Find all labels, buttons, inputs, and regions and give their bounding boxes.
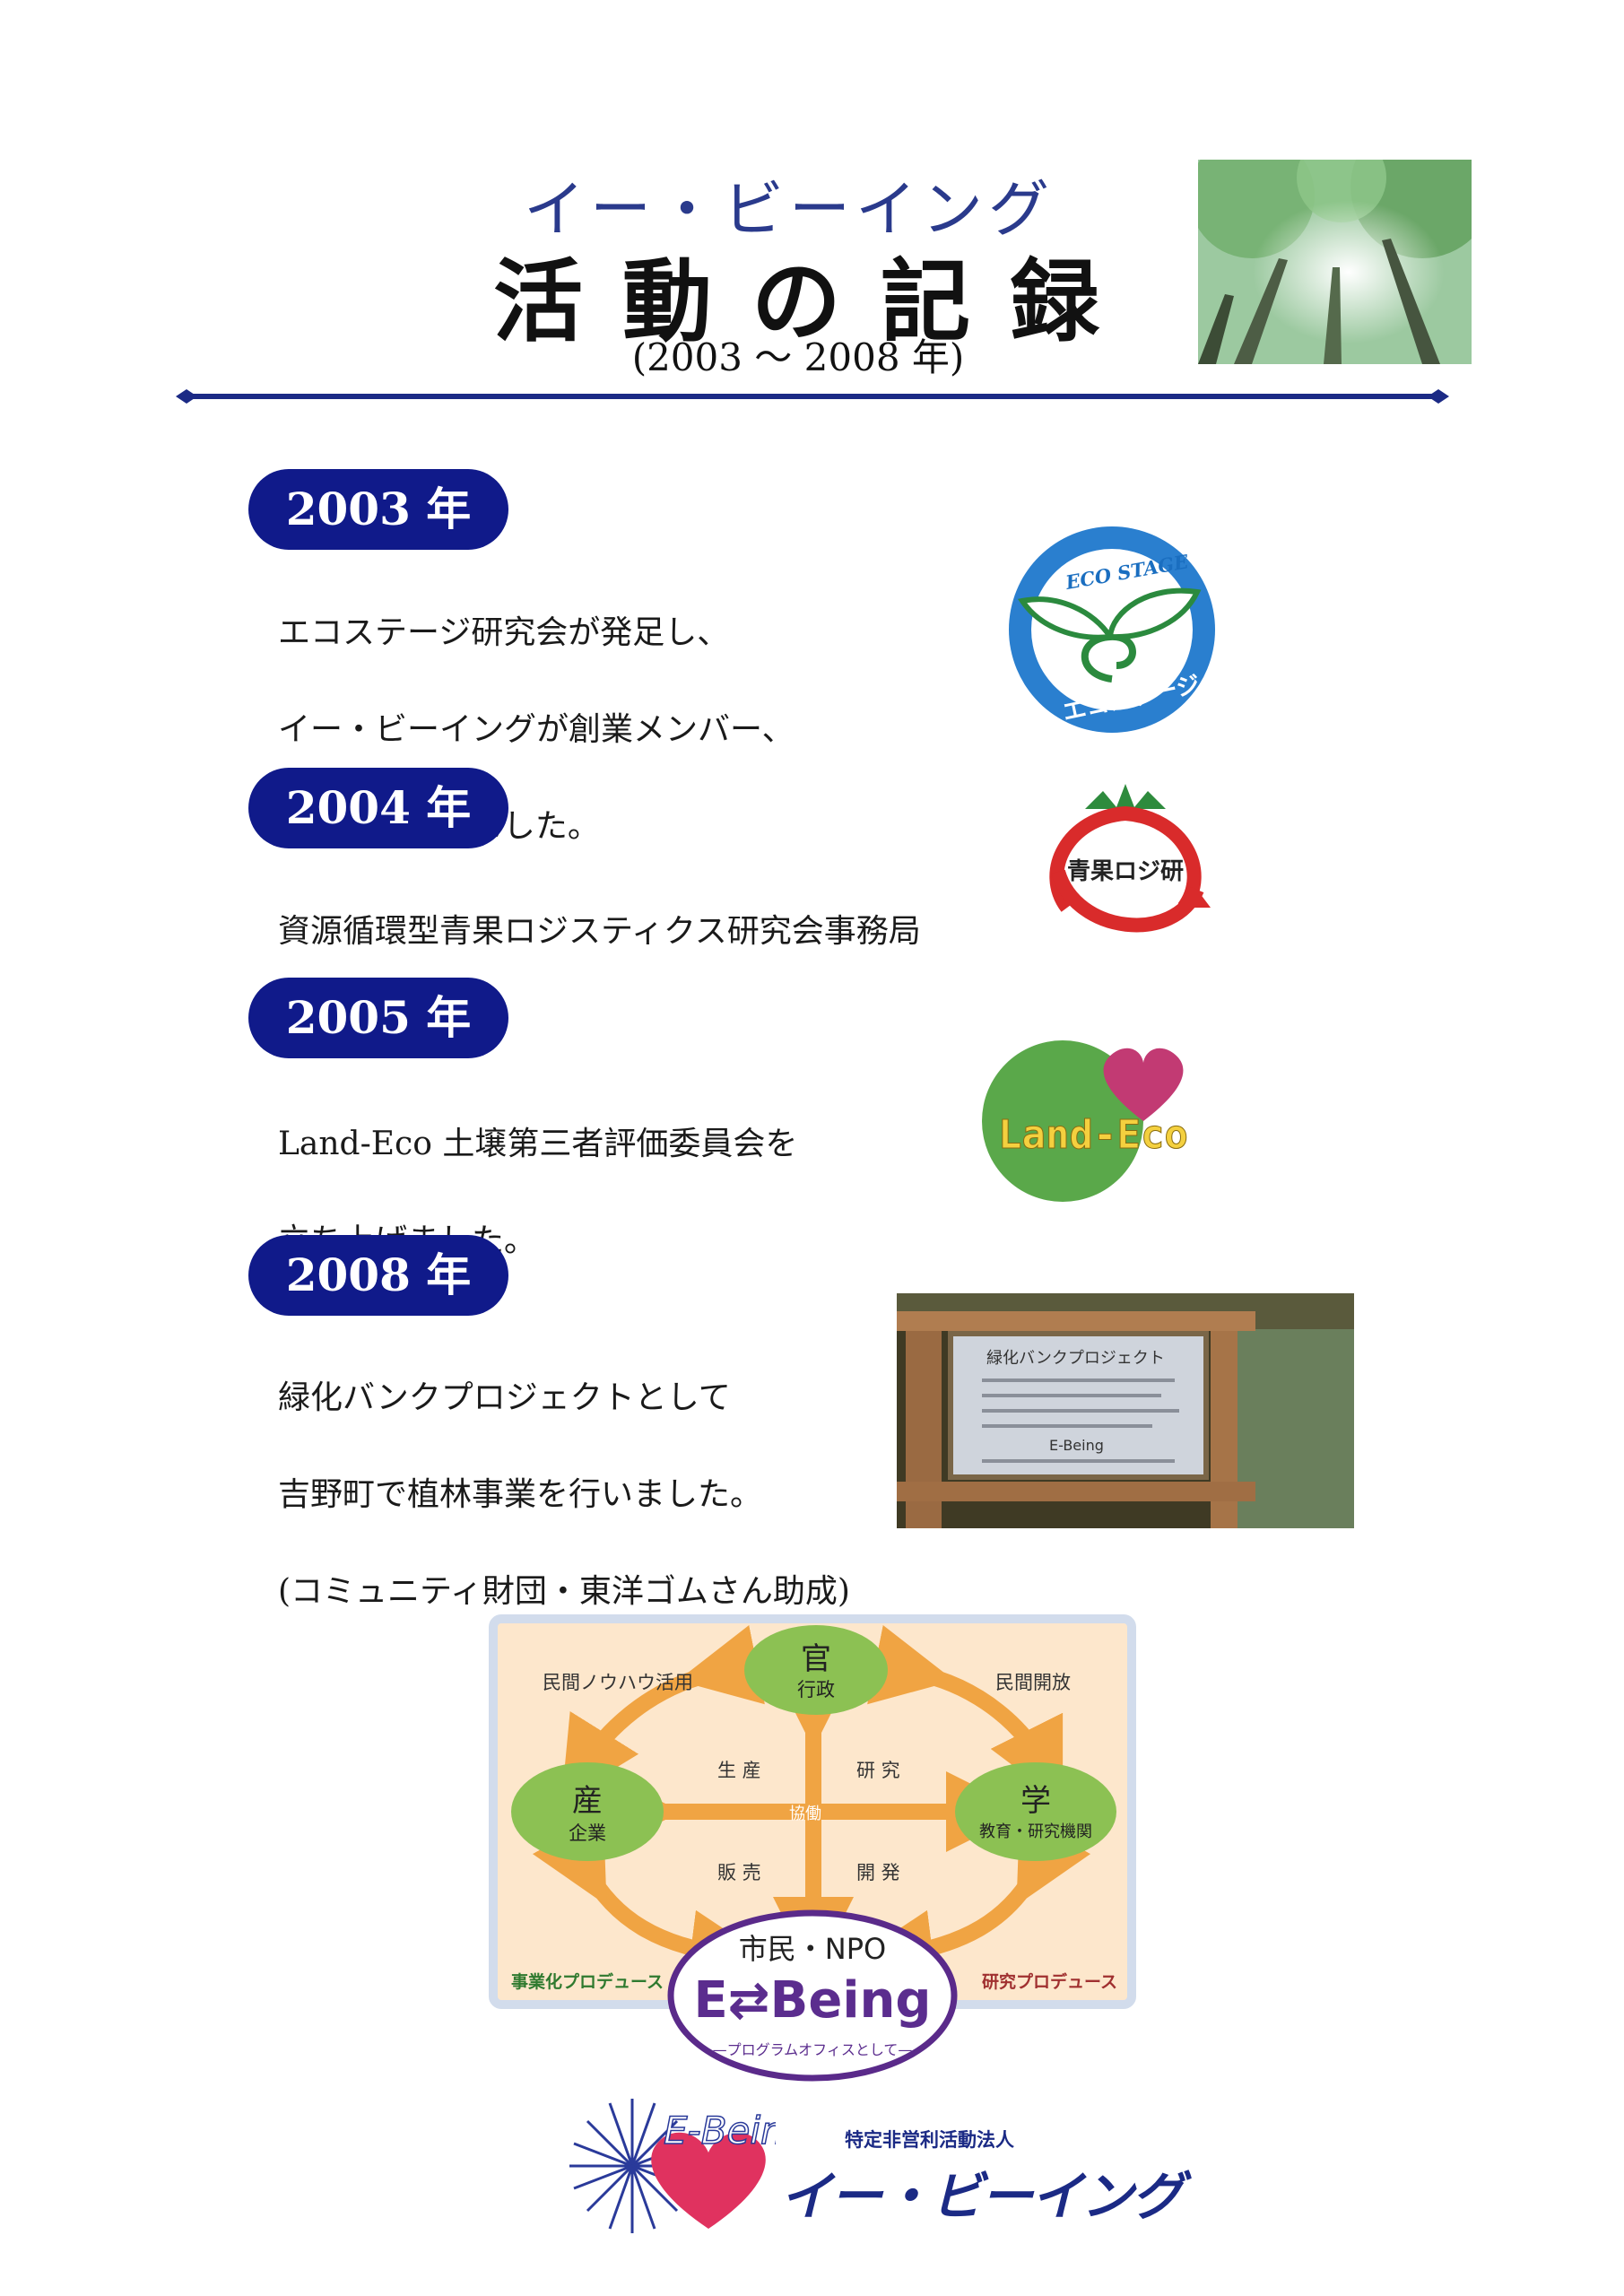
node-citizen-ellipse bbox=[667, 1909, 958, 2082]
landeco-logo-text: Land-Eco bbox=[998, 1112, 1188, 1158]
year-badge-2005: 2005 年 bbox=[248, 978, 508, 1058]
node-industry-main: 産 bbox=[572, 1783, 603, 1819]
entry-line: 緑化バンクプロジェクトとして bbox=[278, 1379, 731, 1416]
node-gov-main: 官 bbox=[801, 1641, 831, 1677]
entry-text-2003: エコステージ研究会が発足し、 イー・ビーイングが創業メンバー、 事務局となりまし… bbox=[278, 561, 795, 900]
header-period: (2003 ～ 2008 年) bbox=[631, 335, 965, 379]
footer-org-name: イー・ビーイング bbox=[780, 2166, 1184, 2227]
entry-line: エコステージ研究会が発足し、 bbox=[278, 614, 730, 651]
label-nw: 生 産 bbox=[717, 1760, 761, 1781]
year-badge-2004: 2004 年 bbox=[248, 768, 508, 848]
year-badge-2008: 2008 年 bbox=[248, 1235, 508, 1316]
node-citizen-sub: —プログラムオフィスとして— bbox=[712, 2041, 913, 2058]
sign-heading: 緑化バンクプロジェクト bbox=[986, 1349, 1165, 1368]
ecostage-logo: ECO STAGE エコステージ bbox=[1009, 526, 1215, 733]
page-title: 活動の記録 bbox=[493, 248, 1139, 354]
label-ne: 研 究 bbox=[856, 1760, 900, 1781]
node-academia-sub: 教育・研究機関 bbox=[979, 1822, 1092, 1841]
landeco-logo: Land-Eco bbox=[982, 1040, 1188, 1202]
year-badge-2003: 2003 年 bbox=[248, 469, 508, 550]
forest-photo bbox=[1198, 160, 1472, 364]
footer-logo-text: E-Being bbox=[664, 2109, 776, 2152]
label-top-right: 民間開放 bbox=[995, 1672, 1071, 1693]
footer-org-type: 特定非営利活動法人 bbox=[845, 2129, 1014, 2151]
entry-line: (コミュニティ財団・東洋ゴムさん助成) bbox=[278, 1573, 850, 1610]
node-citizen-main: 市民・NPO bbox=[738, 1932, 887, 1966]
entry-line: 吉野町で植林事業を行いました。 bbox=[278, 1476, 763, 1513]
collaboration-diagram: 官 行政 産 企業 学 教育・研究機関 民間ノウハウ活用 民間開放 事業化プロデ… bbox=[489, 1614, 1136, 2009]
label-center: 協働 bbox=[789, 1805, 821, 1823]
entry-text-2004: 資源循環型青果ロジスティクス研究会事務局 bbox=[278, 859, 921, 1004]
header-divider bbox=[176, 389, 1449, 404]
node-industry-sub: 企業 bbox=[569, 1822, 606, 1844]
entry-line: Land-Eco 土壌第三者評価委員会を bbox=[278, 1126, 798, 1162]
node-citizen-brand: E⇄Being bbox=[693, 1971, 932, 2030]
ebeing-star-heart-logo: E-Being bbox=[569, 2099, 776, 2233]
node-gov-sub: 行政 bbox=[797, 1679, 835, 1700]
label-bottom-right: 研究プロデュース bbox=[982, 1972, 1118, 1992]
entry-text-2008: 緑化バンクプロジェクトとして 吉野町で植林事業を行いました。 (コミュニティ財団… bbox=[278, 1326, 850, 1665]
seika-logo-text: 青果ロジ研 bbox=[1067, 858, 1184, 885]
node-academia-main: 学 bbox=[1020, 1783, 1051, 1819]
entry-line: イー・ビーイングが創業メンバー、 bbox=[278, 711, 795, 748]
diagram-arrows bbox=[511, 1625, 1116, 1991]
sign-brand: E-Being bbox=[1049, 1437, 1104, 1454]
forest-image bbox=[1198, 160, 1472, 364]
label-sw: 販 売 bbox=[717, 1862, 761, 1883]
seika-logo: 青果ロジ研 bbox=[1049, 784, 1211, 933]
label-top-left: 民間ノウハウ活用 bbox=[543, 1672, 693, 1693]
label-se: 開 発 bbox=[856, 1862, 900, 1883]
planting-sign-photo: 緑化バンクプロジェクト E-Being bbox=[897, 1293, 1354, 1528]
entry-line: 資源循環型青果ロジスティクス研究会事務局 bbox=[278, 913, 921, 950]
header-subtitle: イー・ビーイング bbox=[523, 175, 1055, 246]
label-bottom-left: 事業化プロデュース bbox=[511, 1972, 664, 1992]
